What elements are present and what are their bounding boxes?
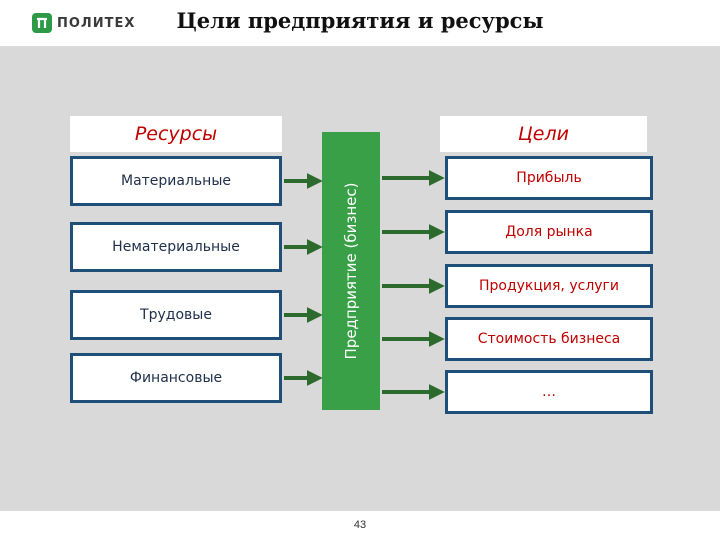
resource-box-labor: Трудовые	[70, 290, 282, 340]
goal-box-ellipsis: …	[445, 370, 653, 414]
footer-bar	[0, 511, 720, 540]
goal-box-business-value: Стоимость бизнеса	[445, 317, 653, 361]
slide-title: Цели предприятия и ресурсы	[176, 8, 544, 33]
page-number: 43	[353, 519, 367, 531]
goal-box-market-share: Доля рынка	[445, 210, 653, 254]
enterprise-label: Предприятие (бизнес)	[342, 182, 360, 360]
goals-heading: Цели	[440, 116, 647, 152]
header-bar: ПОЛИТЕХ Цели предприятия и ресурсы	[0, 0, 720, 46]
politech-logo: ПОЛИТЕХ	[32, 11, 135, 35]
enterprise-block	[322, 132, 380, 410]
goal-box-products-services: Продукция, услуги	[445, 264, 653, 308]
logo-text: ПОЛИТЕХ	[57, 15, 136, 31]
resource-box-intangible: Нематериальные	[70, 222, 282, 272]
resources-heading: Ресурсы	[70, 116, 282, 152]
politech-logo-icon	[32, 13, 52, 33]
resource-box-financial: Финансовые	[70, 353, 282, 403]
resource-box-material: Материальные	[70, 156, 282, 206]
goal-box-profit: Прибыль	[445, 156, 653, 200]
